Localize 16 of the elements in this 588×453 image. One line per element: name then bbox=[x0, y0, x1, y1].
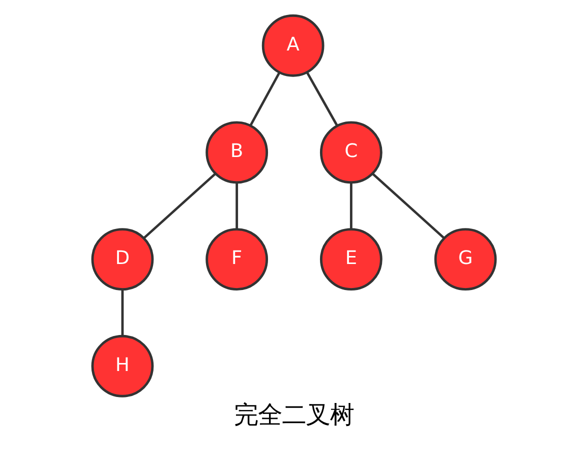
node-circle: D bbox=[91, 228, 154, 291]
node-circle: E bbox=[320, 228, 382, 291]
connector bbox=[236, 182, 238, 230]
node-circle: B bbox=[206, 121, 268, 184]
connector bbox=[372, 172, 445, 240]
caption: 完全二叉树 bbox=[234, 400, 354, 430]
connector bbox=[350, 182, 352, 230]
node-circle: A bbox=[262, 14, 324, 77]
node-circle: G bbox=[434, 228, 497, 291]
connector bbox=[306, 72, 338, 126]
node-circle: H bbox=[91, 334, 154, 398]
node-circle: F bbox=[206, 228, 268, 291]
node-circle: C bbox=[320, 121, 382, 184]
connector bbox=[250, 72, 281, 126]
connector bbox=[143, 172, 216, 240]
connector bbox=[121, 289, 124, 336]
